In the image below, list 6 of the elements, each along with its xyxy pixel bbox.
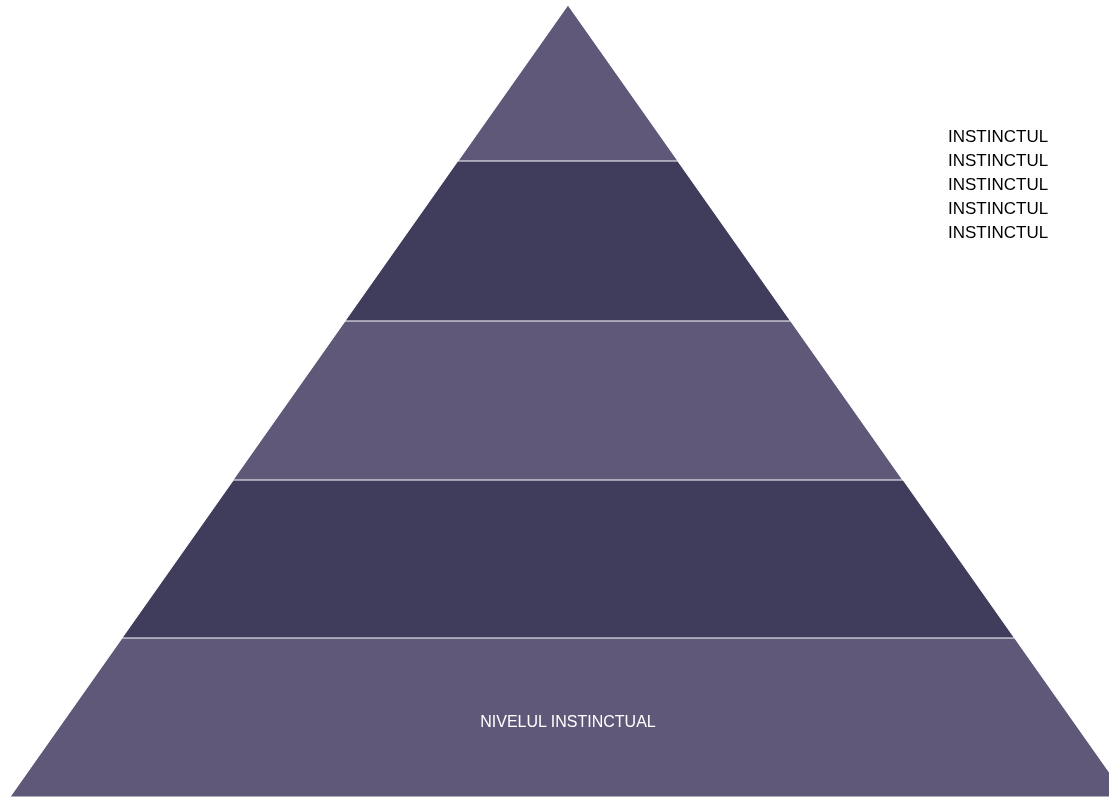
side-label: INSTINCTUL: [948, 222, 1049, 244]
side-label: INSTINCTUL: [948, 198, 1049, 220]
side-label: INSTINCTUL: [948, 174, 1049, 196]
side-label: INSTINCTUL: [948, 150, 1049, 172]
side-label: INSTINCTUL: [948, 126, 1049, 148]
level-label: NIVELUL INSTINCTUAL: [480, 712, 656, 731]
